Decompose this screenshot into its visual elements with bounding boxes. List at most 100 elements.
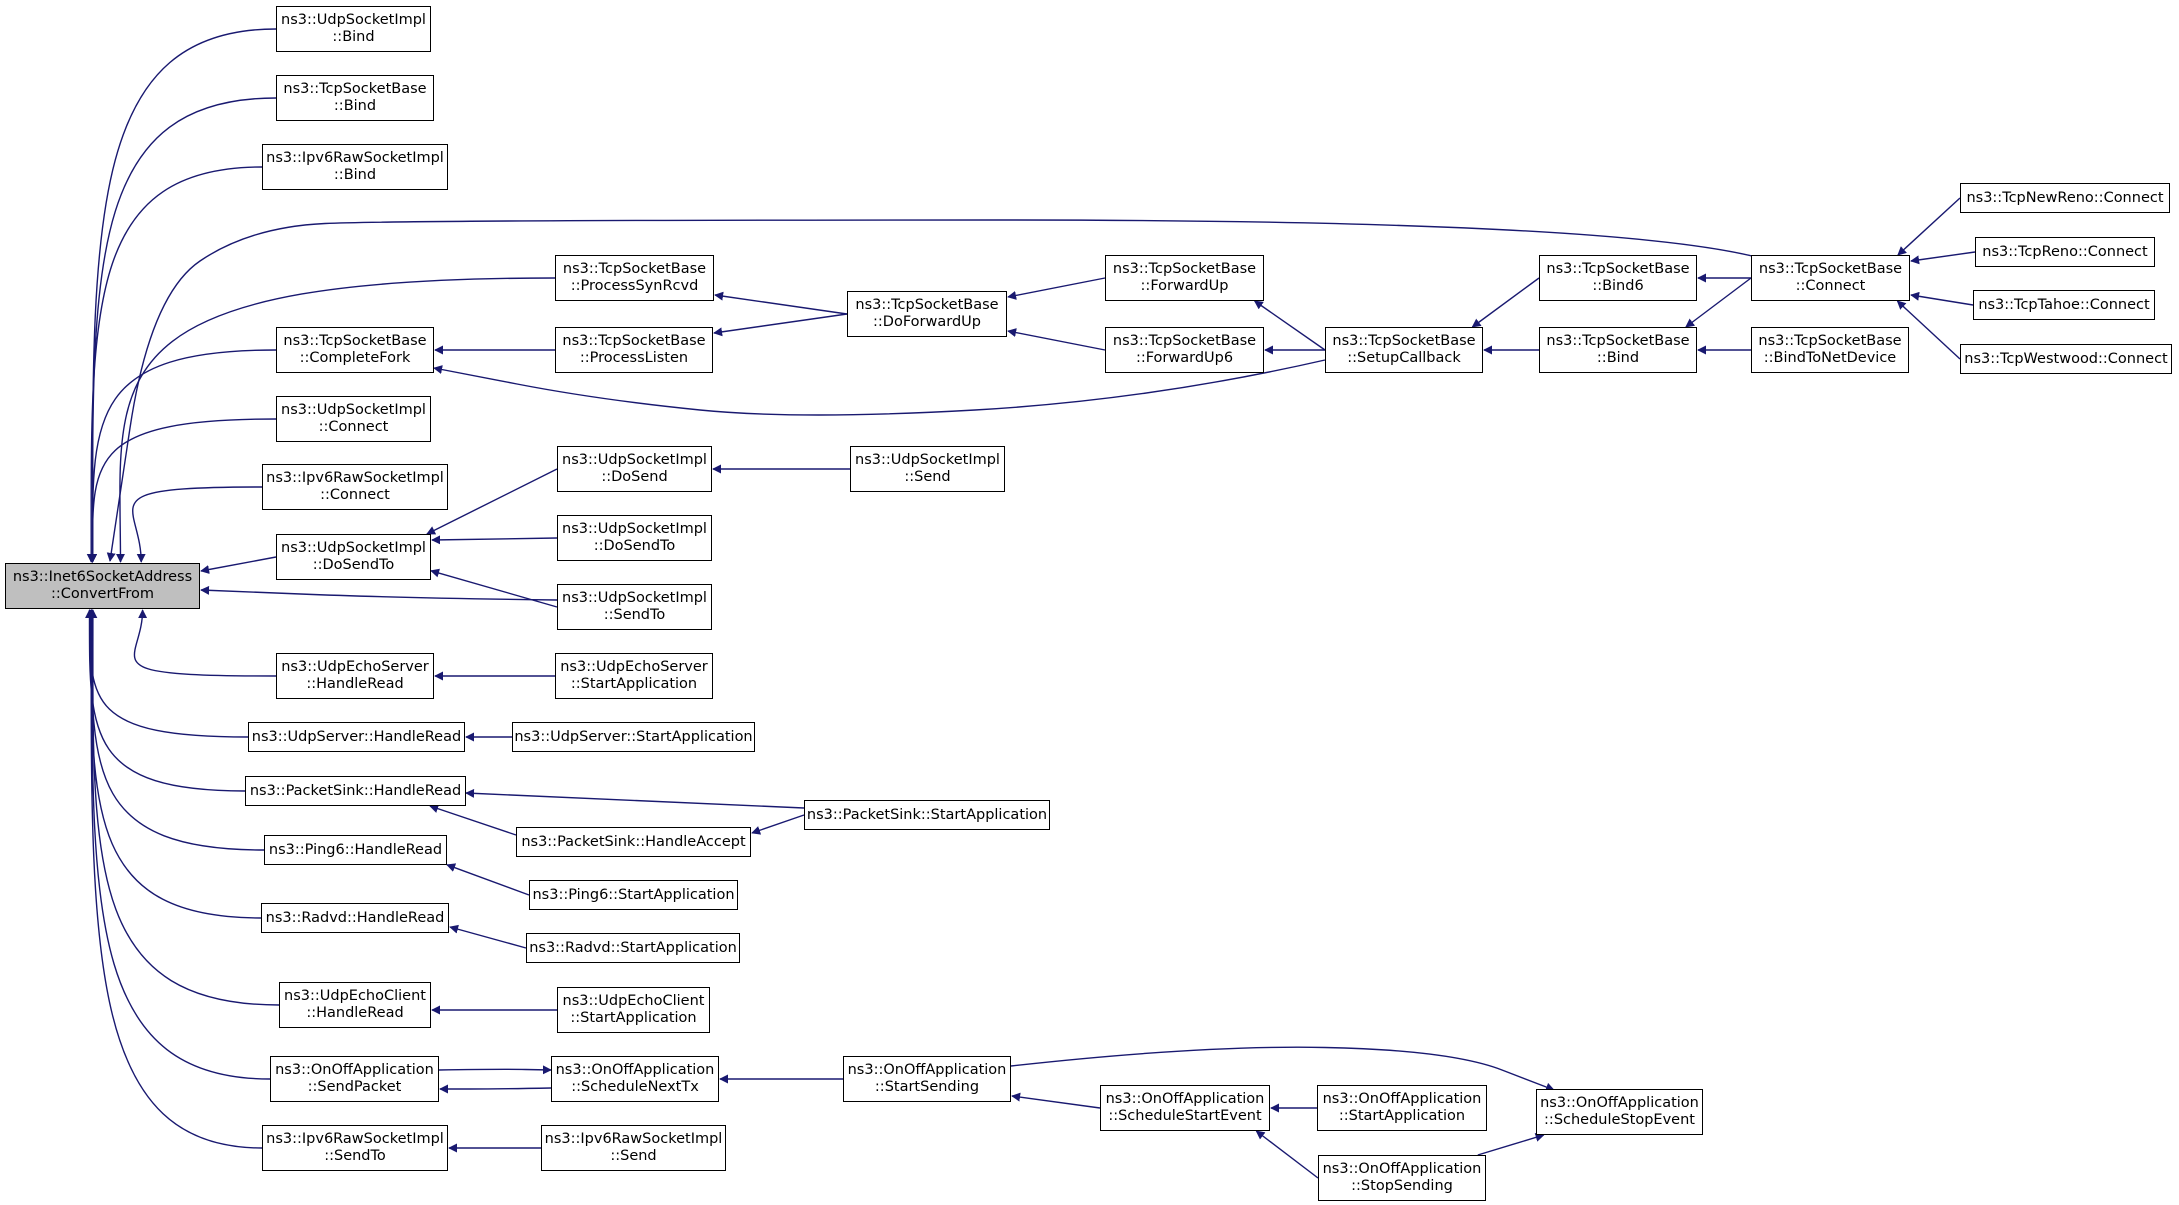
graph-node-label: ns3::UdpSocketImpl — [562, 521, 707, 537]
graph-node-new-reno[interactable]: ns3::TcpNewReno::Connect — [1960, 183, 2170, 213]
graph-node-label: ns3::TcpWestwood::Connect — [1964, 350, 2168, 367]
graph-node-label: ns3::UdpServer::StartApplication — [514, 728, 753, 745]
edge-onoffScheduleNextTx-to-onoffSendPacket — [439, 1084, 552, 1094]
graph-node-label: ns3::UdpEchoServer — [281, 659, 429, 675]
graph-node-sink-h-r[interactable]: ns3::PacketSink::HandleRead — [245, 776, 466, 806]
graph-node-label: ns3::OnOffApplication — [1105, 1091, 1265, 1107]
graph-node-sink-s-a[interactable]: ns3::PacketSink::StartApplication — [804, 800, 1050, 830]
graph-node-bind6[interactable]: ns3::TcpSocketBase::Bind6 — [1539, 255, 1697, 301]
graph-node-ipv6-raw-bind[interactable]: ns3::Ipv6RawSocketImpl::Bind — [262, 144, 448, 190]
graph-node-ipv6-raw-send-to[interactable]: ns3::Ipv6RawSocketImpl::SendTo — [262, 1125, 448, 1171]
graph-node-label: ::HandleRead — [306, 676, 404, 692]
graph-node-label: ns3::OnOffApplication — [1540, 1095, 1699, 1111]
graph-node-udp-send[interactable]: ns3::UdpSocketImpl::Send — [850, 446, 1005, 492]
edge-tcpConnect-to-tcpBind2 — [1685, 277, 1752, 328]
edge-setupCallback-to-forwardUp — [1253, 300, 1326, 351]
graph-node-onoff-schedule-stop-event[interactable]: ns3::OnOffApplication::ScheduleStopEvent — [1536, 1089, 1703, 1135]
graph-node-label: ns3::TcpSocketBase — [855, 297, 999, 313]
graph-node-label: ns3::TcpSocketBase — [1112, 261, 1257, 277]
graph-node-udp-do-send-to2[interactable]: ns3::UdpSocketImpl::DoSendTo — [557, 515, 712, 561]
edge-forwardUp-to-doForwardUp — [1007, 277, 1106, 300]
graph-node-sink-h-a[interactable]: ns3::PacketSink::HandleAccept — [516, 827, 751, 857]
edge-onoffScheduleStartEvent-to-onoffStartSending — [1011, 1092, 1101, 1109]
graph-node-udp-send-to[interactable]: ns3::UdpSocketImpl::SendTo — [557, 584, 712, 630]
graph-node-label: ::Bind6 — [1592, 278, 1644, 294]
edge-bind6-to-setupCallback — [1471, 277, 1540, 328]
graph-node-label: ns3::OnOffApplication — [1322, 1161, 1482, 1177]
graph-node-udp-do-send[interactable]: ns3::UdpSocketImpl::DoSend — [557, 446, 712, 492]
edge-doForwardUp-to-processListen — [713, 313, 848, 337]
edge-radvdSA-to-radvdHR — [449, 924, 527, 949]
graph-node-radvd-h-r[interactable]: ns3::Radvd::HandleRead — [261, 903, 449, 933]
graph-node-udp-server-s-a[interactable]: ns3::UdpServer::StartApplication — [512, 722, 755, 752]
graph-node-ping6-h-r[interactable]: ns3::Ping6::HandleRead — [264, 835, 447, 865]
graph-node-forward-up6[interactable]: ns3::TcpSocketBase::ForwardUp6 — [1105, 327, 1264, 373]
edge-newReno-to-tcpConnect — [1897, 197, 1961, 256]
graph-node-tcp-connect[interactable]: ns3::TcpSocketBase::Connect — [1751, 255, 1910, 301]
graph-node-ipv6-raw-connect[interactable]: ns3::Ipv6RawSocketImpl::Connect — [262, 464, 448, 510]
edge-sinkHA-to-sinkHR — [429, 804, 517, 836]
edge-ipv6RawConnect-to-root — [132, 486, 263, 563]
graph-node-onoff-stop-sending[interactable]: ns3::OnOffApplication::StopSending — [1318, 1155, 1486, 1201]
edge-sinkSA-to-sinkHA — [751, 814, 805, 835]
graph-node-label: ns3::UdpServer::HandleRead — [251, 728, 462, 745]
graph-node-label: ::StartApplication — [1338, 1108, 1466, 1124]
graph-node-label: ns3::TcpNewReno::Connect — [1966, 189, 2164, 206]
graph-node-radvd-s-a[interactable]: ns3::Radvd::StartApplication — [526, 933, 740, 963]
graph-node-onoff-start-application[interactable]: ns3::OnOffApplication::StartApplication — [1317, 1085, 1487, 1131]
graph-node-echo-server-s-a[interactable]: ns3::UdpEchoServer::StartApplication — [555, 653, 713, 699]
graph-node-label: ns3::OnOffApplication — [847, 1062, 1007, 1078]
graph-node-label: ns3::UdpSocketImpl — [855, 452, 1000, 468]
edge-udpSendTo-to-root — [200, 585, 558, 601]
graph-node-label: ns3::Ipv6RawSocketImpl — [544, 1131, 723, 1147]
graph-node-label: ns3::Radvd::HandleRead — [265, 909, 445, 926]
graph-node-echo-client-h-r[interactable]: ns3::UdpEchoClient::HandleRead — [279, 982, 431, 1028]
graph-node-tahoe[interactable]: ns3::TcpTahoe::Connect — [1973, 290, 2155, 320]
graph-node-label: ::ProcessSynRcvd — [570, 278, 699, 294]
graph-node-bind-to-net-device[interactable]: ns3::TcpSocketBase::BindToNetDevice — [1751, 327, 1909, 373]
graph-node-onoff-start-sending[interactable]: ns3::OnOffApplication::StartSending — [843, 1056, 1011, 1102]
graph-node-label: ::SendPacket — [307, 1079, 402, 1095]
graph-node-reno[interactable]: ns3::TcpReno::Connect — [1975, 237, 2155, 267]
graph-node-ipv6-raw-send[interactable]: ns3::Ipv6RawSocketImpl::Send — [541, 1125, 726, 1171]
graph-node-label: ::ScheduleNextTx — [571, 1079, 699, 1095]
edge-echoServerHR-to-root — [133, 609, 277, 677]
graph-node-label: ::DoSendTo — [593, 538, 676, 554]
graph-node-do-forward-up[interactable]: ns3::TcpSocketBase::DoForwardUp — [847, 291, 1007, 337]
edge-tcpConnect-to-root — [106, 219, 1753, 562]
graph-node-label: ::Bind — [333, 98, 377, 114]
graph-node-label: ns3::UdpEchoClient — [562, 993, 705, 1009]
graph-node-label: ns3::TcpReno::Connect — [1982, 243, 2148, 260]
graph-node-onoff-send-packet[interactable]: ns3::OnOffApplication::SendPacket — [270, 1056, 439, 1102]
graph-node-label: ::Bind — [333, 167, 377, 183]
graph-node-label: ns3::UdpEchoServer — [560, 659, 708, 675]
graph-node-setup-callback[interactable]: ns3::TcpSocketBase::SetupCallback — [1325, 327, 1483, 373]
graph-node-forward-up[interactable]: ns3::TcpSocketBase::ForwardUp — [1105, 255, 1264, 301]
graph-node-label: ::HandleRead — [306, 1005, 404, 1021]
graph-node-label: ns3::Ping6::HandleRead — [268, 841, 443, 858]
graph-node-udp-do-send-to[interactable]: ns3::UdpSocketImpl::DoSendTo — [276, 534, 431, 580]
graph-node-tcp-bind[interactable]: ns3::TcpSocketBase::Bind — [276, 75, 434, 121]
graph-node-label: ns3::OnOffApplication — [1322, 1091, 1482, 1107]
edge-udpDoSendTo-to-root — [200, 556, 277, 574]
graph-node-udp-bind[interactable]: ns3::UdpSocketImpl::Bind — [276, 6, 431, 52]
graph-node-echo-client-s-a[interactable]: ns3::UdpEchoClient::StartApplication — [557, 987, 710, 1033]
graph-node-label: ns3::PacketSink::HandleRead — [249, 782, 462, 799]
edge-setupCallback-to-completeFork — [433, 359, 1326, 416]
graph-node-tcp-bind2[interactable]: ns3::TcpSocketBase::Bind — [1539, 327, 1697, 373]
graph-node-label: ::SendTo — [324, 1148, 386, 1164]
graph-node-ping6-s-a[interactable]: ns3::Ping6::StartApplication — [529, 880, 738, 910]
graph-node-process-listen[interactable]: ns3::TcpSocketBase::ProcessListen — [555, 327, 713, 373]
graph-node-label: ::ProcessListen — [579, 350, 689, 366]
graph-node-udp-connect[interactable]: ns3::UdpSocketImpl::Connect — [276, 396, 431, 442]
graph-node-udp-server-h-r[interactable]: ns3::UdpServer::HandleRead — [248, 722, 465, 752]
graph-node-complete-fork[interactable]: ns3::TcpSocketBase::CompleteFork — [276, 327, 434, 373]
graph-node-onoff-schedule-start-event[interactable]: ns3::OnOffApplication::ScheduleStartEven… — [1100, 1085, 1270, 1131]
graph-node-process-syn-rcvd[interactable]: ns3::TcpSocketBase::ProcessSynRcvd — [555, 255, 714, 301]
graph-node-westwood[interactable]: ns3::TcpWestwood::Connect — [1960, 344, 2172, 374]
edge-onoffSendPacket-to-onoffScheduleNextTx — [438, 1065, 552, 1075]
graph-node-echo-server-h-r[interactable]: ns3::UdpEchoServer::HandleRead — [276, 653, 434, 699]
graph-node-onoff-schedule-next-tx[interactable]: ns3::OnOffApplication::ScheduleNextTx — [551, 1056, 719, 1102]
